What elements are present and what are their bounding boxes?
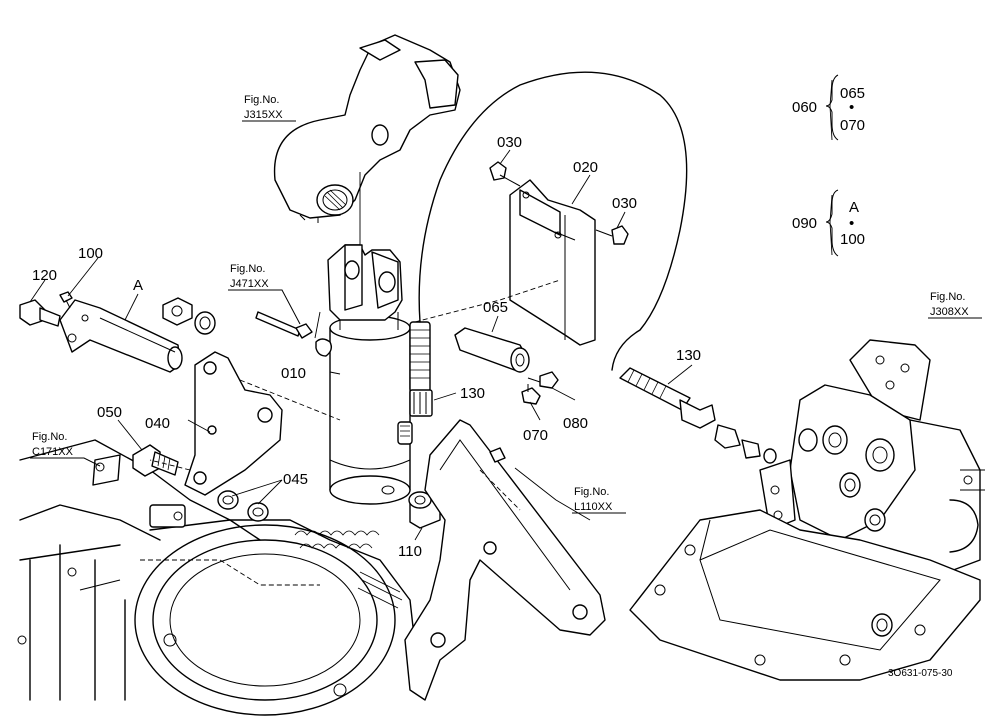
legend-100: 100: [840, 231, 865, 248]
fig-reference-underlines: [30, 120, 982, 514]
hydraulic-cylinder: [327, 244, 413, 505]
part-labels: 010 020 030 030 040 045 050 065 070 080 …: [32, 134, 701, 560]
label-040: 040: [145, 415, 170, 432]
fig-j308-title: Fig.No.: [930, 291, 965, 303]
legend-brackets: [825, 74, 839, 257]
legend-060: 060: [792, 99, 817, 116]
label-marker-a: A: [133, 277, 143, 294]
transmission-housing: [17, 439, 421, 716]
label-065: 065: [483, 299, 508, 316]
label-020: 020: [573, 159, 598, 176]
label-045: 045: [283, 471, 308, 488]
control-valve: [629, 339, 985, 681]
legend: 060 065 • 070 090 A • 100: [792, 85, 865, 248]
fig-j471-code: J471XX: [230, 278, 269, 290]
legend-dot-2: •: [849, 215, 854, 232]
fig-j315-code: J315XX: [244, 109, 283, 121]
label-110: 110: [398, 543, 422, 560]
fig-c171-code: C171XX: [32, 446, 74, 458]
label-130-center: 130: [460, 385, 485, 402]
label-130-right: 130: [676, 347, 701, 364]
label-030-right: 030: [612, 195, 637, 212]
figure-references: Fig.No. J315XX Fig.No. J471XX Fig.No. C1…: [32, 94, 969, 513]
label-070: 070: [523, 427, 548, 444]
label-080: 080: [563, 415, 588, 432]
label-100: 100: [78, 245, 103, 262]
fig-j315-title: Fig.No.: [244, 94, 279, 106]
hose-assembly-right: [619, 367, 777, 464]
legend-070: 070: [840, 117, 865, 134]
legend-a: A: [849, 199, 859, 216]
hose-assembly-center: [409, 71, 688, 417]
fig-l110-code: L110XX: [574, 501, 613, 513]
fig-j471-title: Fig.No.: [230, 263, 265, 275]
bracket-040: [132, 351, 341, 522]
label-010: 010: [281, 365, 306, 382]
label-050: 050: [97, 404, 122, 421]
drawing-code: 3O631-075-30: [888, 668, 953, 679]
lift-arm: [273, 34, 461, 223]
legend-090: 090: [792, 215, 817, 232]
fig-c171-title: Fig.No.: [32, 431, 67, 443]
lift-rod-assembly: [19, 291, 333, 373]
valve-065: [414, 279, 561, 405]
fig-j308-code: J308XX: [930, 306, 969, 318]
label-120: 120: [32, 267, 57, 284]
cover-020: [489, 161, 629, 346]
legend-065: 065: [840, 85, 865, 102]
leader-lines: [29, 79, 833, 541]
legend-dot-1: •: [849, 99, 854, 116]
label-030-top: 030: [497, 134, 522, 151]
fig-l110-title: Fig.No.: [574, 486, 609, 498]
bracket-plate: [404, 419, 606, 701]
